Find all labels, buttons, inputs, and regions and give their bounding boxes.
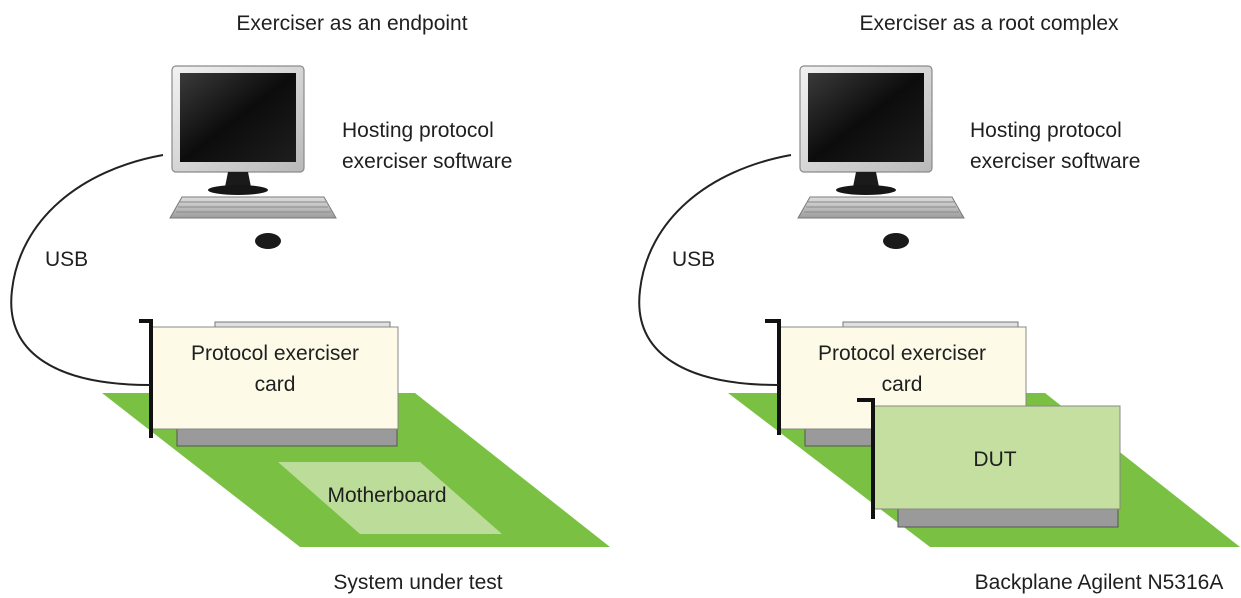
right-card-bracket: [765, 319, 781, 435]
left-host-label-line2: exerciser software: [342, 150, 512, 173]
dut-card: [873, 405, 1121, 510]
left-panel: Exerciser as an endpoint Hosting protoco…: [10, 12, 610, 594]
left-caption: System under test: [333, 571, 502, 594]
host-computer-icon: [797, 65, 965, 250]
dut-card-bracket: [857, 398, 875, 519]
dut-card-connector: [897, 508, 1119, 528]
left-usb-cable: [10, 154, 164, 386]
right-usb-label: USB: [672, 248, 715, 271]
right-caption: Backplane Agilent N5316A: [975, 571, 1224, 594]
left-panel-title: Exerciser as an endpoint: [236, 12, 467, 35]
left-protocol-card: [149, 326, 399, 430]
motherboard-region: [278, 462, 502, 534]
left-host-label-line1: Hosting protocol: [342, 119, 494, 142]
right-panel-title: Exerciser as a root complex: [859, 12, 1119, 35]
left-card-label-line1: Protocol exerciser: [191, 342, 359, 365]
left-card-connector: [176, 427, 398, 447]
right-panel: Exerciser as a root complex Hosting prot…: [638, 12, 1240, 594]
host-computer-icon: [169, 65, 337, 250]
right-host-label-line2: exerciser software: [970, 150, 1140, 173]
dut-label: DUT: [973, 448, 1016, 471]
right-card-label-line2: card: [882, 373, 923, 396]
right-host-label-line1: Hosting protocol: [970, 119, 1122, 142]
right-usb-cable: [638, 154, 792, 386]
motherboard-label: Motherboard: [327, 484, 446, 507]
left-card-bracket: [139, 319, 153, 438]
right-card-label-line1: Protocol exerciser: [818, 342, 986, 365]
left-usb-label: USB: [45, 248, 88, 271]
left-card-label-line2: card: [255, 373, 296, 396]
